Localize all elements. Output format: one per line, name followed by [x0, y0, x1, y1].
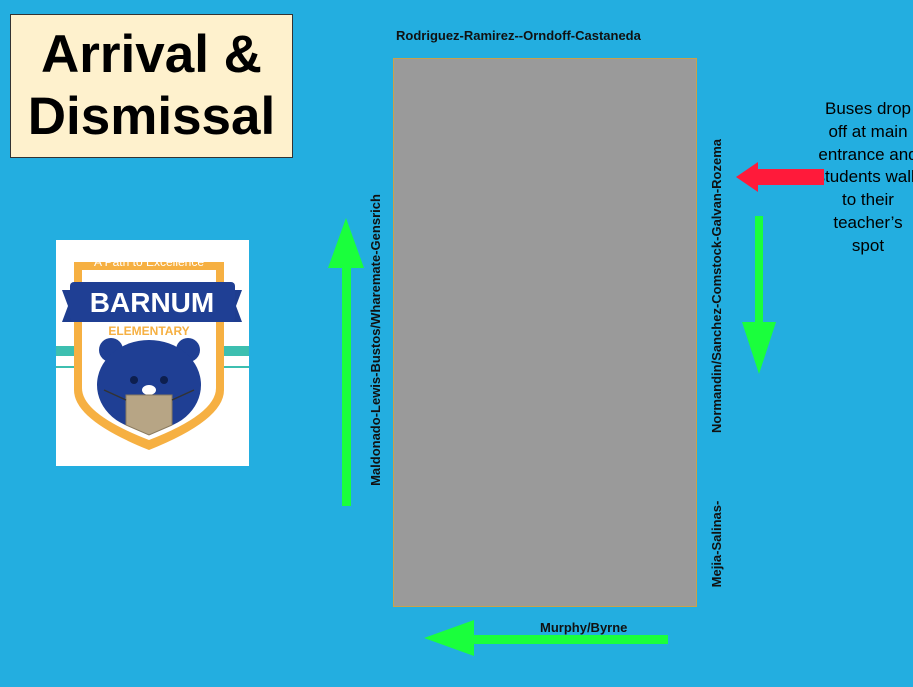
- logo-subtitle: ELEMENTARY: [108, 324, 189, 338]
- street-label-top: Rodriguez-Ramirez--Orndoff-Castaneda: [396, 28, 641, 43]
- logo-name: BARNUM: [90, 287, 214, 318]
- title-line-1: Arrival &: [41, 25, 262, 84]
- bus-note: Buses drop off at main entrance and stud…: [816, 99, 913, 255]
- barnum-logo-icon: A Path to Excellence BARNUM ELEMENTARY: [56, 255, 249, 450]
- logo-banner-top: A Path to Excellence: [94, 255, 204, 269]
- walk-arrow-left: [424, 620, 668, 656]
- street-label-bottom: Murphy/Byrne: [540, 620, 628, 635]
- school-building: [393, 58, 697, 607]
- walk-arrow-down: [742, 216, 776, 374]
- school-logo: A Path to Excellence BARNUM ELEMENTARY: [56, 240, 249, 466]
- bus-arrow-left: [736, 162, 824, 192]
- title-line-2: Dismissal: [27, 87, 276, 146]
- walk-arrow-up: [328, 218, 364, 506]
- title-box: Arrival & Dismissal: [10, 14, 293, 158]
- page-title: Arrival & Dismissal: [28, 24, 275, 148]
